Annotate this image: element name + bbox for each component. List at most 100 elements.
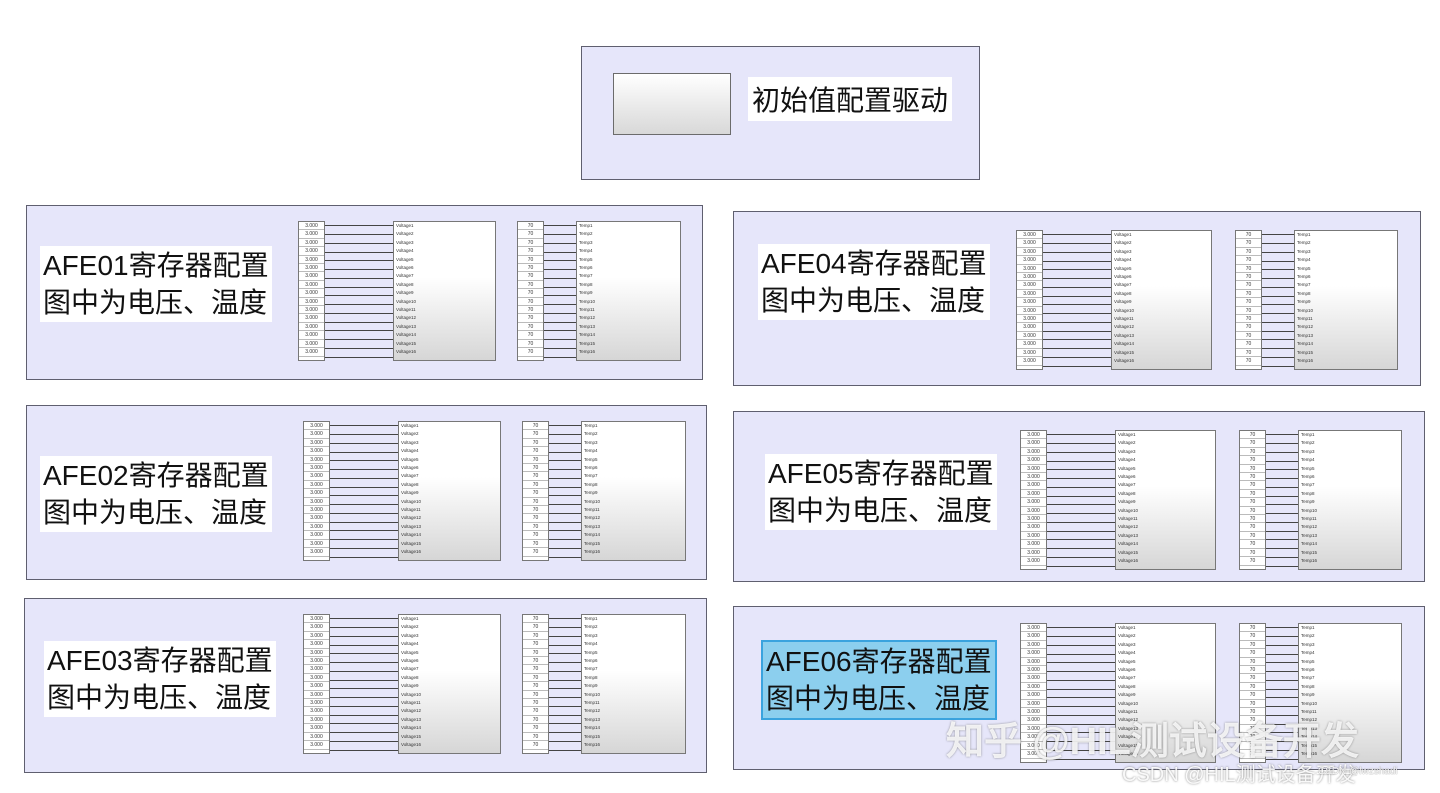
temp-value-cell[interactable]: 70 [523, 665, 548, 674]
temp-value-cell[interactable]: 70 [523, 540, 548, 549]
voltage-value-cell[interactable]: 3.000 [304, 481, 329, 490]
voltage-value-cell[interactable]: 3.000 [1021, 742, 1046, 751]
voltage-value-cell[interactable]: 3.000 [1021, 532, 1046, 541]
temp-value-cell[interactable]: 70 [1240, 641, 1265, 650]
temp-value-cell[interactable]: 70 [1240, 523, 1265, 532]
voltage-value-cell[interactable]: 3.000 [1021, 624, 1046, 633]
voltage-value-cell[interactable]: 3.000 [299, 247, 324, 256]
temp-value-cell[interactable]: 70 [1240, 750, 1265, 759]
voltage-value-cell[interactable]: 3.000 [1021, 557, 1046, 566]
temp-value-cell[interactable]: 70 [523, 422, 548, 431]
temp-value-cell[interactable]: 70 [1240, 473, 1265, 482]
temp-value-cell[interactable]: 70 [523, 481, 548, 490]
voltage-value-cell[interactable]: 3.000 [304, 540, 329, 549]
temp-value-cell[interactable]: 70 [523, 716, 548, 725]
temp-value-cell[interactable]: 70 [518, 331, 543, 340]
voltage-value-cell[interactable]: 3.000 [1021, 431, 1046, 440]
init-config-block[interactable] [613, 73, 731, 135]
temp-value-cell[interactable]: 70 [523, 691, 548, 700]
temp-value-cell[interactable]: 70 [1240, 490, 1265, 499]
voltage-value-cell[interactable]: 3.000 [304, 691, 329, 700]
voltage-value-cell[interactable]: 3.000 [304, 506, 329, 515]
temp-value-cell[interactable]: 70 [518, 256, 543, 265]
temp-value-cell[interactable]: 70 [518, 314, 543, 323]
voltage-value-cell[interactable]: 3.000 [304, 523, 329, 532]
temp-value-cell[interactable]: 70 [523, 498, 548, 507]
voltage-value-cell[interactable]: 3.000 [1021, 473, 1046, 482]
voltage-value-cell[interactable]: 3.000 [299, 281, 324, 290]
voltage-value-cell[interactable]: 3.000 [1021, 490, 1046, 499]
temp-value-cell[interactable]: 70 [1240, 716, 1265, 725]
voltage-value-cell[interactable]: 3.000 [1017, 298, 1042, 307]
temp-value-cell[interactable]: 70 [523, 439, 548, 448]
voltage-value-cell[interactable]: 3.000 [299, 222, 324, 231]
temp-value-cell[interactable]: 70 [1236, 290, 1261, 299]
voltage-value-cell[interactable]: 3.000 [304, 548, 329, 557]
voltage-value-cell[interactable]: 3.000 [1021, 523, 1046, 532]
temp-value-cell[interactable]: 70 [1240, 649, 1265, 658]
voltage-value-cell[interactable]: 3.000 [304, 665, 329, 674]
voltage-value-cell[interactable]: 3.000 [1021, 700, 1046, 709]
voltage-value-cell[interactable]: 3.000 [299, 289, 324, 298]
temp-value-cell[interactable]: 70 [523, 531, 548, 540]
temp-value-cell[interactable]: 70 [1240, 624, 1265, 633]
temp-value-cell[interactable]: 70 [1240, 549, 1265, 558]
temp-value-cell[interactable]: 70 [1236, 281, 1261, 290]
voltage-value-cell[interactable]: 3.000 [304, 439, 329, 448]
voltage-value-cell[interactable]: 3.000 [1021, 649, 1046, 658]
voltage-value-cell[interactable]: 3.000 [299, 272, 324, 281]
temp-value-cell[interactable]: 70 [1240, 448, 1265, 457]
temp-value-cell[interactable]: 70 [1240, 515, 1265, 524]
temp-value-cell[interactable]: 70 [1240, 632, 1265, 641]
voltage-value-cell[interactable]: 3.000 [1017, 239, 1042, 248]
temp-value-cell[interactable]: 70 [518, 348, 543, 357]
voltage-value-cell[interactable]: 3.000 [1021, 683, 1046, 692]
voltage-value-cell[interactable]: 3.000 [1021, 666, 1046, 675]
voltage-value-cell[interactable]: 3.000 [299, 264, 324, 273]
temp-value-cell[interactable]: 70 [1240, 683, 1265, 692]
voltage-value-cell[interactable]: 3.000 [1017, 290, 1042, 299]
voltage-value-cell[interactable]: 3.000 [304, 741, 329, 750]
temp-value-cell[interactable]: 70 [1240, 439, 1265, 448]
voltage-value-cell[interactable]: 3.000 [304, 422, 329, 431]
temp-value-cell[interactable]: 70 [1236, 349, 1261, 358]
voltage-value-cell[interactable]: 3.000 [299, 256, 324, 265]
temp-value-cell[interactable]: 70 [1240, 725, 1265, 734]
temp-value-cell[interactable]: 70 [1236, 273, 1261, 282]
temp-value-cell[interactable]: 70 [523, 674, 548, 683]
afe04-label[interactable]: AFE04寄存器配置 图中为电压、温度 [758, 244, 990, 320]
voltage-value-cell[interactable]: 3.000 [304, 649, 329, 658]
temp-value-cell[interactable]: 70 [523, 447, 548, 456]
temp-value-cell[interactable]: 70 [1240, 456, 1265, 465]
afe01-label[interactable]: AFE01寄存器配置 图中为电压、温度 [40, 246, 272, 322]
voltage-value-cell[interactable]: 3.000 [1017, 315, 1042, 324]
voltage-value-cell[interactable]: 3.000 [1021, 708, 1046, 717]
afe03-label[interactable]: AFE03寄存器配置 图中为电压、温度 [44, 641, 276, 717]
temp-value-cell[interactable]: 70 [518, 306, 543, 315]
temp-value-cell[interactable]: 70 [1240, 507, 1265, 516]
temp-value-cell[interactable]: 70 [523, 456, 548, 465]
temp-value-cell[interactable]: 70 [1236, 357, 1261, 366]
voltage-value-cell[interactable]: 3.000 [1021, 465, 1046, 474]
voltage-value-cell[interactable]: 3.000 [1021, 507, 1046, 516]
voltage-value-cell[interactable]: 3.000 [1017, 256, 1042, 265]
temp-value-cell[interactable]: 70 [523, 724, 548, 733]
voltage-value-cell[interactable]: 3.000 [304, 632, 329, 641]
voltage-value-cell[interactable]: 3.000 [299, 340, 324, 349]
